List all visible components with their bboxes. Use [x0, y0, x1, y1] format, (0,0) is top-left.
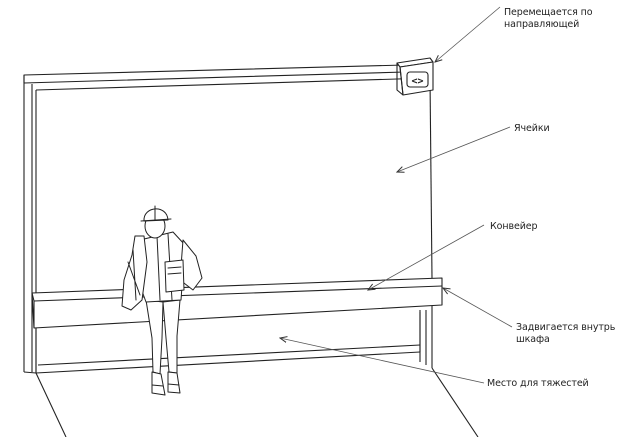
lower-cabinet: [35, 312, 421, 374]
label-moves-along-rail-line-1: Перемещается по: [504, 7, 593, 18]
label-retracts-inside-line-2: шкафа: [516, 334, 550, 345]
callout-arrow-conveyor: [368, 224, 485, 290]
label-retracts-inside-line-1: Задвигается внутрь: [516, 322, 616, 333]
callout-arrow-retracts: [443, 288, 513, 328]
label-cells: Ячейки: [514, 123, 550, 134]
callout-arrow-rail: [435, 6, 501, 62]
floor-lines: [35, 367, 479, 437]
worker-figure: [121, 205, 203, 396]
label-conveyor: Конвейер: [490, 221, 538, 232]
arrows-left-right-icon: <>: [411, 76, 423, 87]
label-moves-along-rail: Перемещается по направляющей: [504, 7, 593, 31]
cells-panel: [35, 77, 433, 279]
label-retracts-inside: Задвигается внутрь шкафа: [516, 322, 615, 346]
direction-indicator: [406, 71, 429, 88]
label-moves-along-rail-line-2: направляющей: [504, 19, 580, 30]
right-post: [419, 305, 433, 368]
rail-drive-box: [396, 57, 434, 96]
label-heavy-items-place: Место для тяжестей: [487, 378, 589, 389]
callout-arrow-cells: [397, 126, 511, 172]
conveyor-shelf: [31, 277, 443, 329]
left-post: [23, 83, 37, 374]
callout-arrow-heavy: [280, 338, 485, 384]
